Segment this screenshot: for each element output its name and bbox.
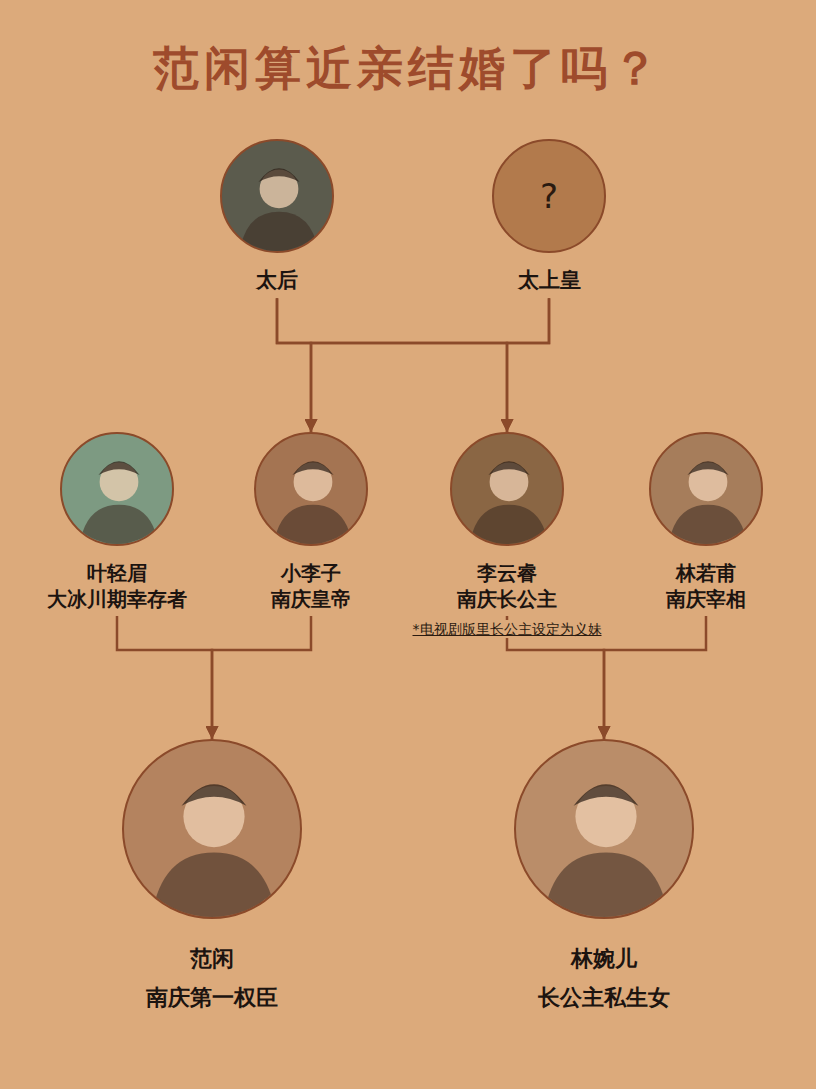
person-node: 范闲南庆第一权臣	[118, 739, 306, 1012]
person-node: 太后	[216, 139, 338, 294]
family-connector	[507, 298, 549, 432]
portrait-circle	[60, 432, 174, 546]
person-title: 南庆长公主	[457, 586, 557, 612]
family-connector	[604, 616, 706, 739]
person-node: 林婉儿长公主私生女	[510, 739, 698, 1012]
portrait-circle: ?	[492, 139, 606, 253]
portrait-figure	[256, 434, 368, 546]
portrait-figure	[651, 434, 763, 546]
person-node: 林若甫南庆宰相	[645, 432, 767, 612]
person-node: 李云睿南庆长公主	[446, 432, 568, 612]
person-name: 林婉儿	[571, 945, 637, 974]
person-title: 南庆宰相	[666, 586, 746, 612]
portrait-figure	[516, 741, 694, 919]
footnote: *电视剧版里长公主设定为义妹	[410, 620, 605, 638]
person-name: 太后	[256, 267, 298, 294]
person-name: 叶轻眉	[87, 560, 147, 586]
unknown-mark: ?	[540, 174, 558, 218]
portrait-figure	[124, 741, 302, 919]
person-name: 小李子	[281, 560, 341, 586]
portrait-circle	[254, 432, 368, 546]
portrait-circle	[514, 739, 694, 919]
person-title: 大冰川期幸存者	[47, 586, 187, 612]
portrait-circle	[649, 432, 763, 546]
person-name: 范闲	[190, 945, 234, 974]
portrait-circle	[450, 432, 564, 546]
family-connector	[311, 298, 549, 432]
person-name: 太上皇	[518, 267, 581, 294]
family-connector	[212, 616, 311, 739]
person-node: 叶轻眉大冰川期幸存者	[43, 432, 191, 612]
portrait-figure	[62, 434, 174, 546]
person-title: 南庆皇帝	[271, 586, 351, 612]
person-title: 南庆第一权臣	[146, 984, 278, 1013]
portrait-figure	[452, 434, 564, 546]
portrait-figure	[222, 141, 334, 253]
portrait-circle	[220, 139, 334, 253]
person-node: 小李子南庆皇帝	[250, 432, 372, 612]
diagram-title: 范闲算近亲结婚了吗？	[0, 38, 816, 100]
family-connector	[117, 616, 212, 739]
family-connector	[277, 298, 311, 432]
portrait-circle	[122, 739, 302, 919]
person-node: ? 太上皇	[488, 139, 610, 294]
person-title: 长公主私生女	[538, 984, 670, 1013]
person-name: 林若甫	[676, 560, 736, 586]
person-name: 李云睿	[477, 560, 537, 586]
